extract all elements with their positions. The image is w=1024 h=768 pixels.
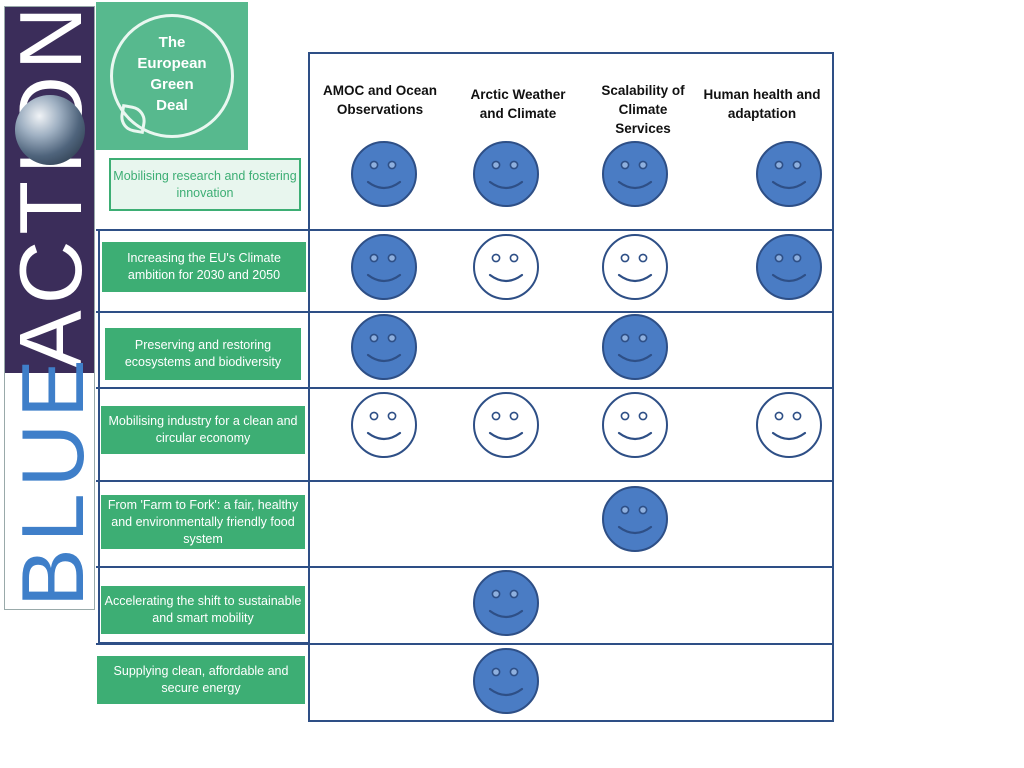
column-header-human-health: Human health and adaptation: [703, 87, 821, 121]
filled-smiley-icon: [602, 314, 668, 380]
column-header-scalability: Scalability of Climate Services: [601, 83, 685, 136]
column-header-amoc: AMOC and Ocean Observations: [322, 83, 438, 117]
row-label-mobility: Accelerating the shift to sustainable an…: [101, 586, 305, 634]
outline-smiley-icon: [473, 392, 539, 458]
filled-smiley-icon: [602, 141, 668, 207]
row-label-energy: Supplying clean, affordable and secure e…: [97, 656, 305, 704]
logo-line: Green: [150, 76, 194, 93]
banner-light-panel: [5, 373, 94, 609]
filled-smiley-icon: [351, 141, 417, 207]
filled-smiley-icon: [756, 234, 822, 300]
filled-smiley-icon: [473, 570, 539, 636]
logo-ring: [110, 14, 234, 138]
row-label-farm-to-fork: From 'Farm to Fork': a fair, healthy and…: [101, 495, 305, 549]
row-divider: [96, 387, 834, 389]
row-divider: [96, 229, 834, 231]
outline-smiley-icon: [602, 392, 668, 458]
filled-smiley-icon: [473, 648, 539, 714]
row-divider: [96, 480, 834, 482]
row-label-industry: Mobilising industry for a clean and circ…: [101, 406, 305, 454]
row-label-research: Mobilising research and fostering innova…: [109, 158, 301, 211]
european-green-deal-logo: The European Green Deal: [96, 2, 248, 150]
outline-smiley-icon: [351, 392, 417, 458]
filled-smiley-icon: [351, 314, 417, 380]
banner-dark-panel: [5, 7, 94, 373]
row-label-climate-ambition: Increasing the EU's Climate ambition for…: [102, 242, 306, 292]
banner-word-blue: BLUE: [3, 353, 102, 607]
row-label-ecosystems: Preserving and restoring ecosystems and …: [105, 328, 301, 380]
filled-smiley-icon: [756, 141, 822, 207]
logo-line: The: [158, 34, 186, 51]
outline-smiley-icon: [756, 392, 822, 458]
row-divider: [96, 566, 834, 568]
outline-smiley-icon: [602, 234, 668, 300]
banner-word-action: ACTION: [1, 0, 100, 369]
filled-smiley-icon: [351, 234, 417, 300]
logo-line: Deal: [156, 97, 188, 114]
filled-smiley-icon: [602, 486, 668, 552]
logo-line: European: [137, 55, 207, 72]
logo-text: The European Green Deal: [96, 32, 248, 116]
row-divider: [96, 643, 834, 645]
blue-action-banner: ACTION BLUE: [1, 1, 102, 610]
globe-icon: [15, 95, 85, 165]
outline-smiley-icon: [473, 234, 539, 300]
filled-smiley-icon: [473, 141, 539, 207]
row-divider: [96, 311, 834, 313]
column-header-arctic: Arctic Weather and Climate: [470, 87, 566, 121]
